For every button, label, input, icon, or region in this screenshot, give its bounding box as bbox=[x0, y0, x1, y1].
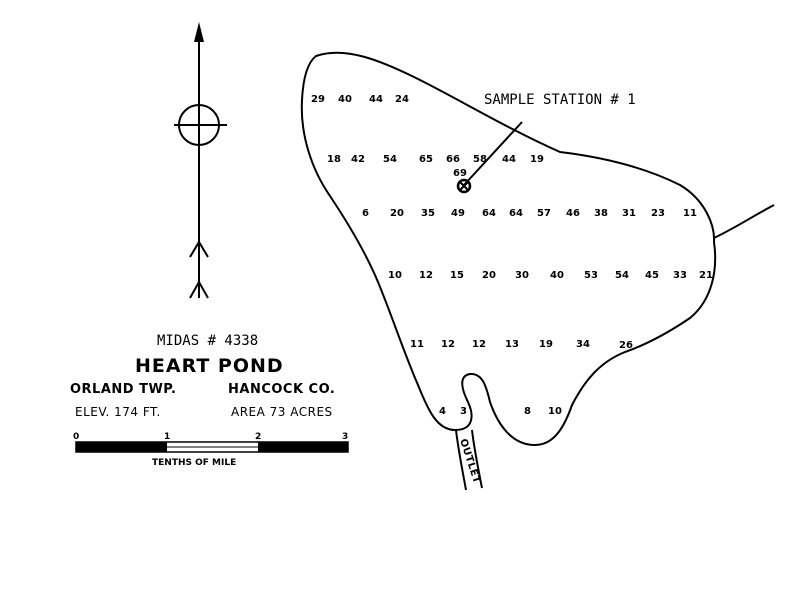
midas-number: MIDAS # 4338 bbox=[157, 333, 258, 349]
depth-value: 58 bbox=[473, 154, 487, 165]
pond-shoreline bbox=[300, 51, 717, 447]
area-label: AREA 73 ACRES bbox=[231, 405, 333, 419]
station-depth-value: 69 bbox=[453, 168, 467, 179]
depth-value: 33 bbox=[673, 270, 687, 281]
depth-value: 46 bbox=[566, 208, 580, 219]
township-label: ORLAND TWP. bbox=[70, 382, 176, 397]
depth-value: 11 bbox=[410, 339, 424, 350]
depth-value: 57 bbox=[537, 208, 551, 219]
depth-value: 8 bbox=[524, 406, 531, 417]
depth-value: 66 bbox=[446, 154, 460, 165]
depth-value: 54 bbox=[383, 154, 397, 165]
scale-tick-1: 1 bbox=[164, 432, 170, 442]
depth-value: 26 bbox=[619, 340, 633, 351]
depth-value: 3 bbox=[460, 406, 467, 417]
elevation-label: ELEV. 174 FT. bbox=[75, 405, 161, 419]
scale-caption: TENTHS OF MILE bbox=[152, 458, 236, 468]
scale-tick-3: 3 bbox=[342, 432, 348, 442]
depth-value: 64 bbox=[509, 208, 523, 219]
sample-station-marker-icon bbox=[456, 178, 472, 194]
depth-value: 18 bbox=[327, 154, 341, 165]
depth-value: 23 bbox=[651, 208, 665, 219]
depth-value: 21 bbox=[699, 270, 713, 281]
depth-value: 20 bbox=[482, 270, 496, 281]
depth-value: 13 bbox=[505, 339, 519, 350]
depth-value: 45 bbox=[645, 270, 659, 281]
inlet-stream bbox=[713, 204, 775, 239]
sample-station-label: SAMPLE STATION # 1 bbox=[484, 92, 636, 108]
outlet-channel bbox=[455, 429, 483, 491]
depth-value: 24 bbox=[395, 94, 409, 105]
scale-bar: 0 1 2 3 TENTHS OF MILE bbox=[73, 432, 349, 468]
depth-value: 6 bbox=[362, 208, 369, 219]
depth-value: 19 bbox=[530, 154, 544, 165]
depth-value: 30 bbox=[515, 270, 529, 281]
depth-value: 35 bbox=[421, 208, 435, 219]
depth-value: 40 bbox=[338, 94, 352, 105]
depth-value: 12 bbox=[419, 270, 433, 281]
depth-value: 19 bbox=[539, 339, 553, 350]
depth-value: 44 bbox=[369, 94, 383, 105]
depth-value: 20 bbox=[390, 208, 404, 219]
depth-value: 12 bbox=[441, 339, 455, 350]
county-label: HANCOCK CO. bbox=[228, 382, 335, 397]
depth-value: 10 bbox=[548, 406, 562, 417]
depth-value: 54 bbox=[615, 270, 629, 281]
depth-value: 15 bbox=[450, 270, 464, 281]
depth-value: 64 bbox=[482, 208, 496, 219]
depth-value: 11 bbox=[683, 208, 697, 219]
depth-value: 31 bbox=[622, 208, 636, 219]
depth-value: 34 bbox=[576, 339, 590, 350]
depth-value: 12 bbox=[472, 339, 486, 350]
pond-title: HEART POND bbox=[135, 355, 284, 377]
scale-tick-0: 0 bbox=[73, 432, 79, 442]
depth-value: 53 bbox=[584, 270, 598, 281]
depth-value: 29 bbox=[311, 94, 325, 105]
depth-value: 42 bbox=[351, 154, 365, 165]
depth-value: 4 bbox=[439, 406, 446, 417]
depth-value: 44 bbox=[502, 154, 516, 165]
depth-value: 65 bbox=[419, 154, 433, 165]
depth-value: 49 bbox=[451, 208, 465, 219]
depth-soundings: 29 40 44 24 18 42 54 65 66 58 44 19 69 6… bbox=[311, 94, 713, 417]
north-arrow-icon bbox=[174, 22, 227, 299]
depth-value: 38 bbox=[594, 208, 608, 219]
scale-tick-2: 2 bbox=[255, 432, 261, 442]
depth-value: 10 bbox=[388, 270, 402, 281]
depth-value: 40 bbox=[550, 270, 564, 281]
sample-station-pointer bbox=[463, 121, 523, 186]
